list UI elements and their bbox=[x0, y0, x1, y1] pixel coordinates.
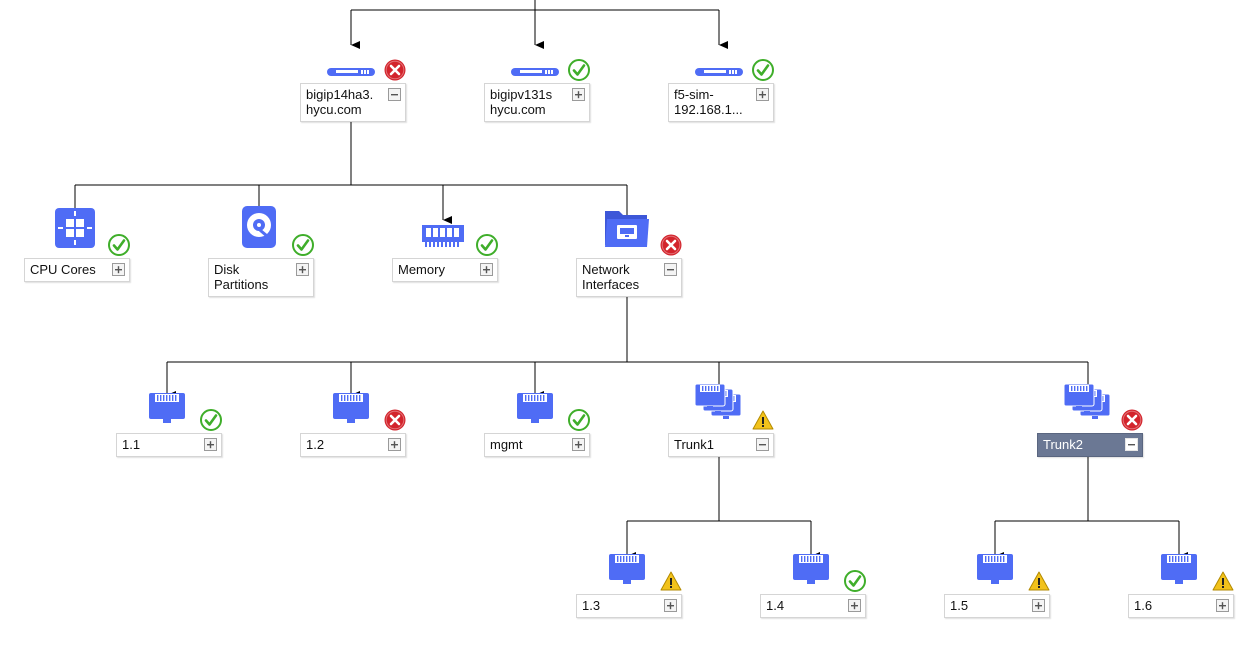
server-device-icon[interactable] bbox=[695, 64, 743, 76]
network-folder-icon[interactable] bbox=[603, 205, 651, 249]
status-ok-icon bbox=[568, 59, 590, 81]
node-label-box[interactable]: f5-sim- 192.168.1... bbox=[668, 83, 774, 122]
ethernet-port-icon[interactable] bbox=[331, 392, 371, 424]
expand-toggle-icon[interactable] bbox=[480, 263, 493, 276]
status-ok-icon bbox=[844, 570, 866, 592]
node-interface-1-6: 1.6 bbox=[1128, 554, 1234, 618]
collapse-toggle-icon[interactable] bbox=[664, 263, 677, 276]
node-label: Trunk1 bbox=[674, 437, 714, 452]
node-label-box[interactable]: 1.2 bbox=[300, 433, 406, 457]
node-label: Disk Partitions bbox=[214, 262, 269, 292]
node-label-box[interactable]: bigip14ha3. hycu.com bbox=[300, 83, 406, 122]
expand-toggle-icon[interactable] bbox=[848, 599, 861, 612]
expand-toggle-icon[interactable] bbox=[572, 438, 585, 451]
expand-toggle-icon[interactable] bbox=[1032, 599, 1045, 612]
cpu-icon[interactable] bbox=[54, 207, 96, 249]
expand-toggle-icon[interactable] bbox=[204, 438, 217, 451]
expand-toggle-icon[interactable] bbox=[664, 599, 677, 612]
collapse-toggle-icon[interactable] bbox=[1125, 438, 1138, 451]
expand-toggle-icon[interactable] bbox=[756, 88, 769, 101]
memory-icon[interactable] bbox=[421, 223, 465, 249]
ethernet-port-icon[interactable] bbox=[515, 392, 555, 424]
node-label: Network Interfaces bbox=[582, 262, 640, 292]
server-device-icon[interactable] bbox=[327, 64, 375, 76]
node-interface-1-4: 1.4 bbox=[760, 554, 866, 618]
node-label: f5-sim- 192.168.1... bbox=[674, 87, 743, 117]
expand-toggle-icon[interactable] bbox=[112, 263, 125, 276]
node-bigipv131s: bigipv131s hycu.com bbox=[484, 46, 590, 122]
expand-toggle-icon[interactable] bbox=[388, 438, 401, 451]
node-interface-1-1: 1.1 bbox=[116, 393, 222, 457]
node-label: mgmt bbox=[490, 437, 523, 452]
ethernet-port-icon[interactable] bbox=[607, 553, 647, 585]
node-label: 1.6 bbox=[1134, 598, 1153, 613]
node-trunk2: Trunk2 bbox=[1037, 383, 1143, 457]
status-ok-icon bbox=[568, 409, 590, 431]
node-bigip14ha3: bigip14ha3. hycu.com bbox=[300, 46, 406, 122]
status-warning-icon bbox=[1212, 570, 1234, 592]
expand-toggle-icon[interactable] bbox=[296, 263, 309, 276]
node-label: 1.2 bbox=[306, 437, 325, 452]
node-label-box[interactable]: 1.5 bbox=[944, 594, 1050, 618]
status-ok-icon bbox=[476, 234, 498, 256]
collapse-toggle-icon[interactable] bbox=[388, 88, 401, 101]
node-label-box[interactable]: bigipv131s hycu.com bbox=[484, 83, 590, 122]
ethernet-port-icon[interactable] bbox=[147, 392, 187, 424]
expand-toggle-icon[interactable] bbox=[572, 88, 585, 101]
node-label-box[interactable]: 1.4 bbox=[760, 594, 866, 618]
node-label: bigipv131s hycu.com bbox=[490, 87, 553, 117]
node-label-box[interactable]: Trunk1 bbox=[668, 433, 774, 457]
node-label: Memory bbox=[398, 262, 445, 277]
node-label: Trunk2 bbox=[1043, 437, 1083, 452]
status-warning-icon bbox=[1028, 570, 1050, 592]
node-label-box[interactable]: mgmt bbox=[484, 433, 590, 457]
trunk-icon[interactable] bbox=[1063, 383, 1113, 424]
node-label-box[interactable]: 1.6 bbox=[1128, 594, 1234, 618]
node-label-box[interactable]: Disk Partitions bbox=[208, 258, 314, 297]
server-device-icon[interactable] bbox=[511, 64, 559, 76]
status-warning-icon bbox=[660, 570, 682, 592]
node-f5-sim: f5-sim- 192.168.1... bbox=[668, 46, 774, 122]
node-interface-1-2: 1.2 bbox=[300, 393, 406, 457]
node-memory: Memory bbox=[392, 221, 498, 282]
status-error-icon bbox=[384, 409, 406, 431]
status-error-icon bbox=[660, 234, 682, 256]
status-error-icon bbox=[384, 59, 406, 81]
status-ok-icon bbox=[752, 59, 774, 81]
node-disk-partitions: Disk Partitions bbox=[208, 206, 314, 297]
ethernet-port-icon[interactable] bbox=[1159, 553, 1199, 585]
status-error-icon bbox=[1121, 409, 1143, 431]
expand-toggle-icon[interactable] bbox=[1216, 599, 1229, 612]
status-warning-icon bbox=[752, 409, 774, 431]
node-network-interfaces: Network Interfaces bbox=[576, 211, 682, 297]
status-ok-icon bbox=[292, 234, 314, 256]
ethernet-port-icon[interactable] bbox=[975, 553, 1015, 585]
node-label-box[interactable]: Trunk2 bbox=[1037, 433, 1143, 457]
collapse-toggle-icon[interactable] bbox=[756, 438, 769, 451]
node-trunk1: Trunk1 bbox=[668, 383, 774, 457]
node-label-box[interactable]: CPU Cores bbox=[24, 258, 130, 282]
disk-icon[interactable] bbox=[241, 205, 277, 249]
node-label: CPU Cores bbox=[30, 262, 96, 277]
trunk-icon[interactable] bbox=[694, 383, 744, 424]
node-interface-1-3: 1.3 bbox=[576, 554, 682, 618]
node-label-box[interactable]: Memory bbox=[392, 258, 498, 282]
node-label: 1.4 bbox=[766, 598, 785, 613]
status-ok-icon bbox=[108, 234, 130, 256]
node-interface-1-5: 1.5 bbox=[944, 554, 1050, 618]
node-interface-mgmt: mgmt bbox=[484, 393, 590, 457]
status-ok-icon bbox=[200, 409, 222, 431]
node-label: 1.5 bbox=[950, 598, 969, 613]
node-label: bigip14ha3. hycu.com bbox=[306, 87, 374, 117]
node-label-box[interactable]: Network Interfaces bbox=[576, 258, 682, 297]
ethernet-port-icon[interactable] bbox=[791, 553, 831, 585]
node-cpu-cores: CPU Cores bbox=[24, 208, 130, 282]
node-label: 1.1 bbox=[122, 437, 141, 452]
node-label-box[interactable]: 1.3 bbox=[576, 594, 682, 618]
node-label-box[interactable]: 1.1 bbox=[116, 433, 222, 457]
node-label: 1.3 bbox=[582, 598, 601, 613]
